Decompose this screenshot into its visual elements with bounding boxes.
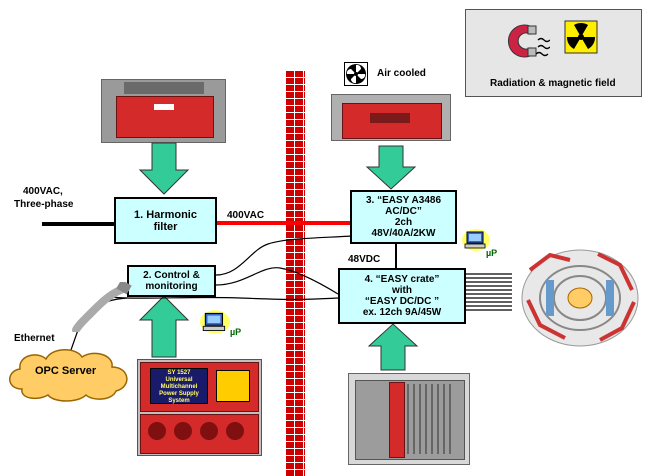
radiation-magnetic-legend: Radiation & magnetic field xyxy=(465,9,642,97)
crate-line1: 4. “EASY crate” xyxy=(364,274,440,285)
crate-line3: “EASY DC/DC ” xyxy=(364,296,440,307)
control-monitoring-box: 2. Control & monitoring xyxy=(127,265,216,297)
control-cable-1 xyxy=(215,235,353,276)
computer-icon xyxy=(200,310,230,334)
detector-illustration xyxy=(521,249,639,347)
harmonic-filter-line2: filter xyxy=(153,220,178,233)
brick-wall xyxy=(286,70,305,476)
control-line2: monitoring xyxy=(145,281,198,292)
air-cooled-label: Air cooled xyxy=(377,68,426,79)
arrow-unit-to-a3486 xyxy=(365,145,417,190)
microprocessor-icon-left: µP xyxy=(200,309,246,341)
a3486-line3: 2ch xyxy=(394,217,413,228)
fan-icon xyxy=(344,62,368,86)
screen-line2: Universal xyxy=(165,377,193,383)
computer-icon xyxy=(462,229,490,251)
crate-output-cables xyxy=(466,273,512,311)
ethernet-label: Ethernet xyxy=(14,333,55,344)
screen-line1: SY 1527 xyxy=(167,370,191,376)
easy-crate-photo xyxy=(348,373,470,465)
mainframe-photo: SY 1527 Universal Multichannel Power Sup… xyxy=(137,359,262,456)
screen-line3: Multichannel xyxy=(160,384,198,390)
acdc-unit-photo xyxy=(331,94,451,141)
control-cable-2 xyxy=(215,267,339,295)
radiation-icon xyxy=(564,20,598,54)
input-label-line1: 400VAC, xyxy=(23,186,63,197)
easy-crate-box: 4. “EASY crate” with “EASY DC/DC ” ex. 1… xyxy=(338,268,466,324)
microprocessor-label-left: µP xyxy=(230,327,242,337)
magnet-icon xyxy=(508,24,550,58)
control-line1: 2. Control & xyxy=(143,270,200,281)
a3486-box: 3. “EASY A3486 AC/DC” 2ch 48V/40A/2KW xyxy=(350,190,457,244)
a3486-line1: 3. “EASY A3486 xyxy=(365,195,442,206)
harmonic-filter-box: 1. Harmonic filter xyxy=(114,197,217,244)
harmonic-filter-line1: 1. Harmonic xyxy=(134,208,197,221)
dc-wire-label: 48VDC xyxy=(348,254,381,265)
arrow-photo-to-filter xyxy=(138,142,190,195)
screen-line5: System xyxy=(168,398,190,404)
ac-wire-label: 400VAC xyxy=(227,210,265,221)
microprocessor-label-right: µP xyxy=(486,248,498,258)
microprocessor-icon-right: µP xyxy=(462,228,498,258)
screen-line4: Power Supply xyxy=(159,391,199,397)
arrow-mainframe-to-control xyxy=(138,295,190,358)
legend-caption: Radiation & magnetic field xyxy=(490,78,616,89)
control-cable-3 xyxy=(109,296,339,301)
opc-server-cloud xyxy=(9,349,128,402)
a3486-line4: 48V/40A/2KW xyxy=(371,228,436,239)
ethernet-connector-photo xyxy=(72,282,132,332)
crate-line4: ex. 12ch 9A/45W xyxy=(362,307,442,318)
arrow-cratephoto-to-crate xyxy=(367,323,419,371)
input-label-line2: Three-phase xyxy=(14,199,74,210)
opc-server-label: OPC Server xyxy=(35,365,97,377)
crate-line2: with xyxy=(392,285,412,296)
a3486-line2: AC/DC” xyxy=(385,206,422,217)
